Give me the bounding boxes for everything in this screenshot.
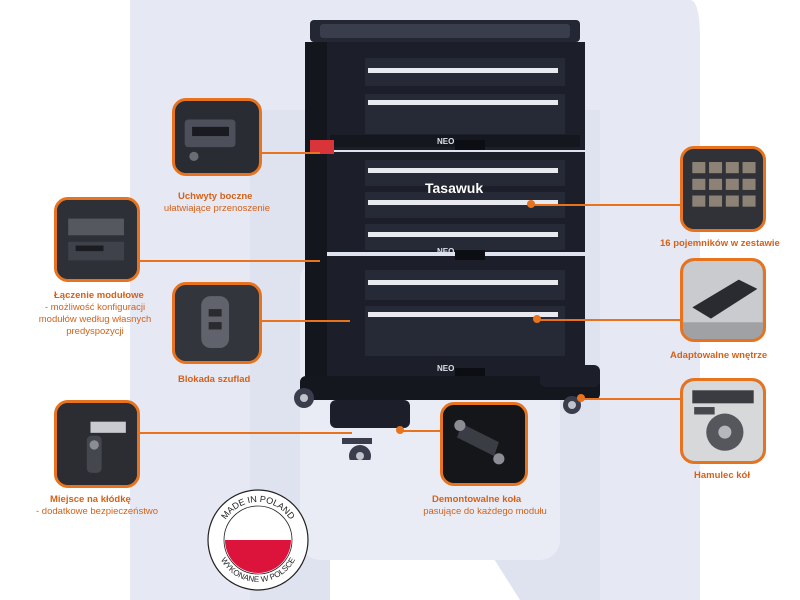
interior-title: Adaptowalne wnętrze (670, 350, 768, 361)
removable-wheels-title: Demontowalne koła (432, 494, 522, 505)
padlock-title: Miejsce na kłódkę (50, 494, 131, 505)
interior-connector (536, 319, 680, 321)
tool-chest-image (294, 20, 600, 460)
removable-wheels-dot (396, 426, 404, 434)
brand-plate-1: NEO (437, 137, 455, 146)
padlock-connector (140, 432, 352, 434)
module-connection-connector (140, 260, 320, 262)
wheel-brake-thumbnail (680, 378, 766, 464)
containers-dot (527, 200, 535, 208)
side-handles-subtitle: ułatwiające przenoszenie (163, 203, 271, 214)
side-handles-connector (262, 152, 320, 154)
removable-wheels-subtitle: pasujące do każdego modułu (423, 506, 547, 517)
module-connection-thumbnail (54, 197, 140, 282)
wheel-brake-dot (577, 394, 585, 402)
module-connection-title: Łączenie modułowe (54, 290, 144, 301)
side-handles-title: Uchwyty boczne (178, 191, 253, 202)
containers-title: 16 pojemników w zestawie (660, 238, 780, 249)
containers-thumbnail (680, 146, 766, 232)
drawer-lock-title: Blokada szuflad (178, 374, 251, 385)
module-connection-subtitle: - możliwość konfiguracji modułów według … (38, 302, 152, 337)
interior-thumbnail (680, 258, 766, 342)
brand-plate-3: NEO (437, 364, 455, 373)
drawer-lock-connector (262, 320, 350, 322)
brand-plate-2: NEO (437, 247, 455, 256)
interior-dot (533, 315, 541, 323)
removable-wheels-thumbnail (440, 402, 528, 486)
removable-wheels-connector (400, 430, 440, 432)
side-handle-thumbnail (172, 98, 262, 176)
wheel-brake-title: Hamulec kół (694, 470, 750, 481)
overlay-label: Tasawuk (425, 180, 484, 196)
containers-connector (530, 204, 680, 206)
padlock-thumbnail (54, 400, 140, 488)
padlock-subtitle: - dodatkowe bezpieczeństwo (36, 506, 158, 517)
made-in-poland-badge: MADE IN POLAND WYKONANE W POLSCE (207, 489, 309, 591)
wheel-brake-connector (580, 398, 680, 400)
drawer-lock-thumbnail (172, 282, 262, 364)
